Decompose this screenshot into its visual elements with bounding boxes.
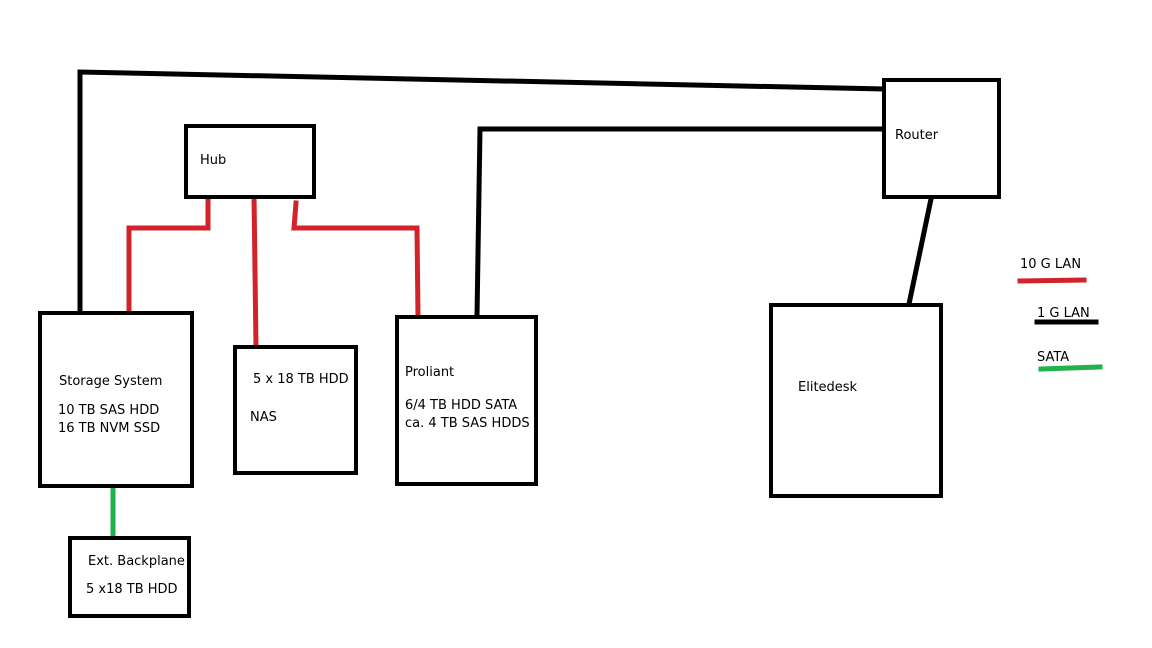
edge-router-elitedesk [906,196,934,307]
ext-backplane-box [68,536,191,618]
elitedesk-label: Elitedesk [798,380,858,395]
node-proliant: Proliant 6/4 TB HDD SATA ca. 4 TB SAS HD… [395,315,538,486]
proliant-box [395,315,538,486]
node-elitedesk: Elitedesk [769,303,943,498]
nas-line-capacity: 5 x 18 TB HDD [253,372,349,387]
edge-hub-proliant [291,200,421,320]
node-hub: Hub [184,124,316,199]
elitedesk-box [769,303,943,498]
legend-item-1g-lan: 1 G LAN [1034,306,1099,325]
hub-label: Hub [200,153,226,168]
node-storage-system: Storage System 10 TB SAS HDD 16 TB NVM S… [38,311,194,488]
legend-swatch-sata [1038,364,1103,372]
ext-backplane-capacity: 5 x18 TB HDD [86,582,178,597]
storage-system-title: Storage System [59,374,162,389]
legend-item-10g-lan: 10 G LAN [1017,257,1087,284]
legend-label-1g-lan: 1 G LAN [1037,306,1090,321]
router-label: Router [895,128,939,143]
proliant-line-sata: 6/4 TB HDD SATA [405,398,517,413]
edge-router-proliant [474,126,887,319]
legend: 10 G LAN 1 G LAN SATA [1017,257,1103,372]
node-ext-backplane: Ext. Backplane 5 x18 TB HDD [68,536,191,618]
router-box [882,78,1001,199]
storage-system-line-ssd: 16 TB NVM SSD [58,421,160,436]
legend-label-10g-lan: 10 G LAN [1020,257,1081,272]
ext-backplane-title: Ext. Backplane [88,554,185,569]
legend-label-sata: SATA [1037,350,1069,365]
proliant-line-sas: ca. 4 TB SAS HDDS [405,416,530,431]
legend-item-sata: SATA [1037,350,1103,372]
nas-title: NAS [250,410,277,425]
edges [77,69,934,541]
storage-system-line-sas: 10 TB SAS HDD [58,403,159,418]
edge-hub-nas [251,193,259,350]
proliant-title: Proliant [405,365,454,380]
node-nas: 5 x 18 TB HDD NAS [233,345,358,475]
storage-system-box [38,311,194,488]
edge-hub-storage-system [126,195,211,316]
node-router: Router [882,78,1001,199]
edge-router-storage-system [77,69,887,317]
legend-swatch-10g-lan [1017,277,1087,284]
nas-box [233,345,358,475]
hub-box [184,124,316,199]
